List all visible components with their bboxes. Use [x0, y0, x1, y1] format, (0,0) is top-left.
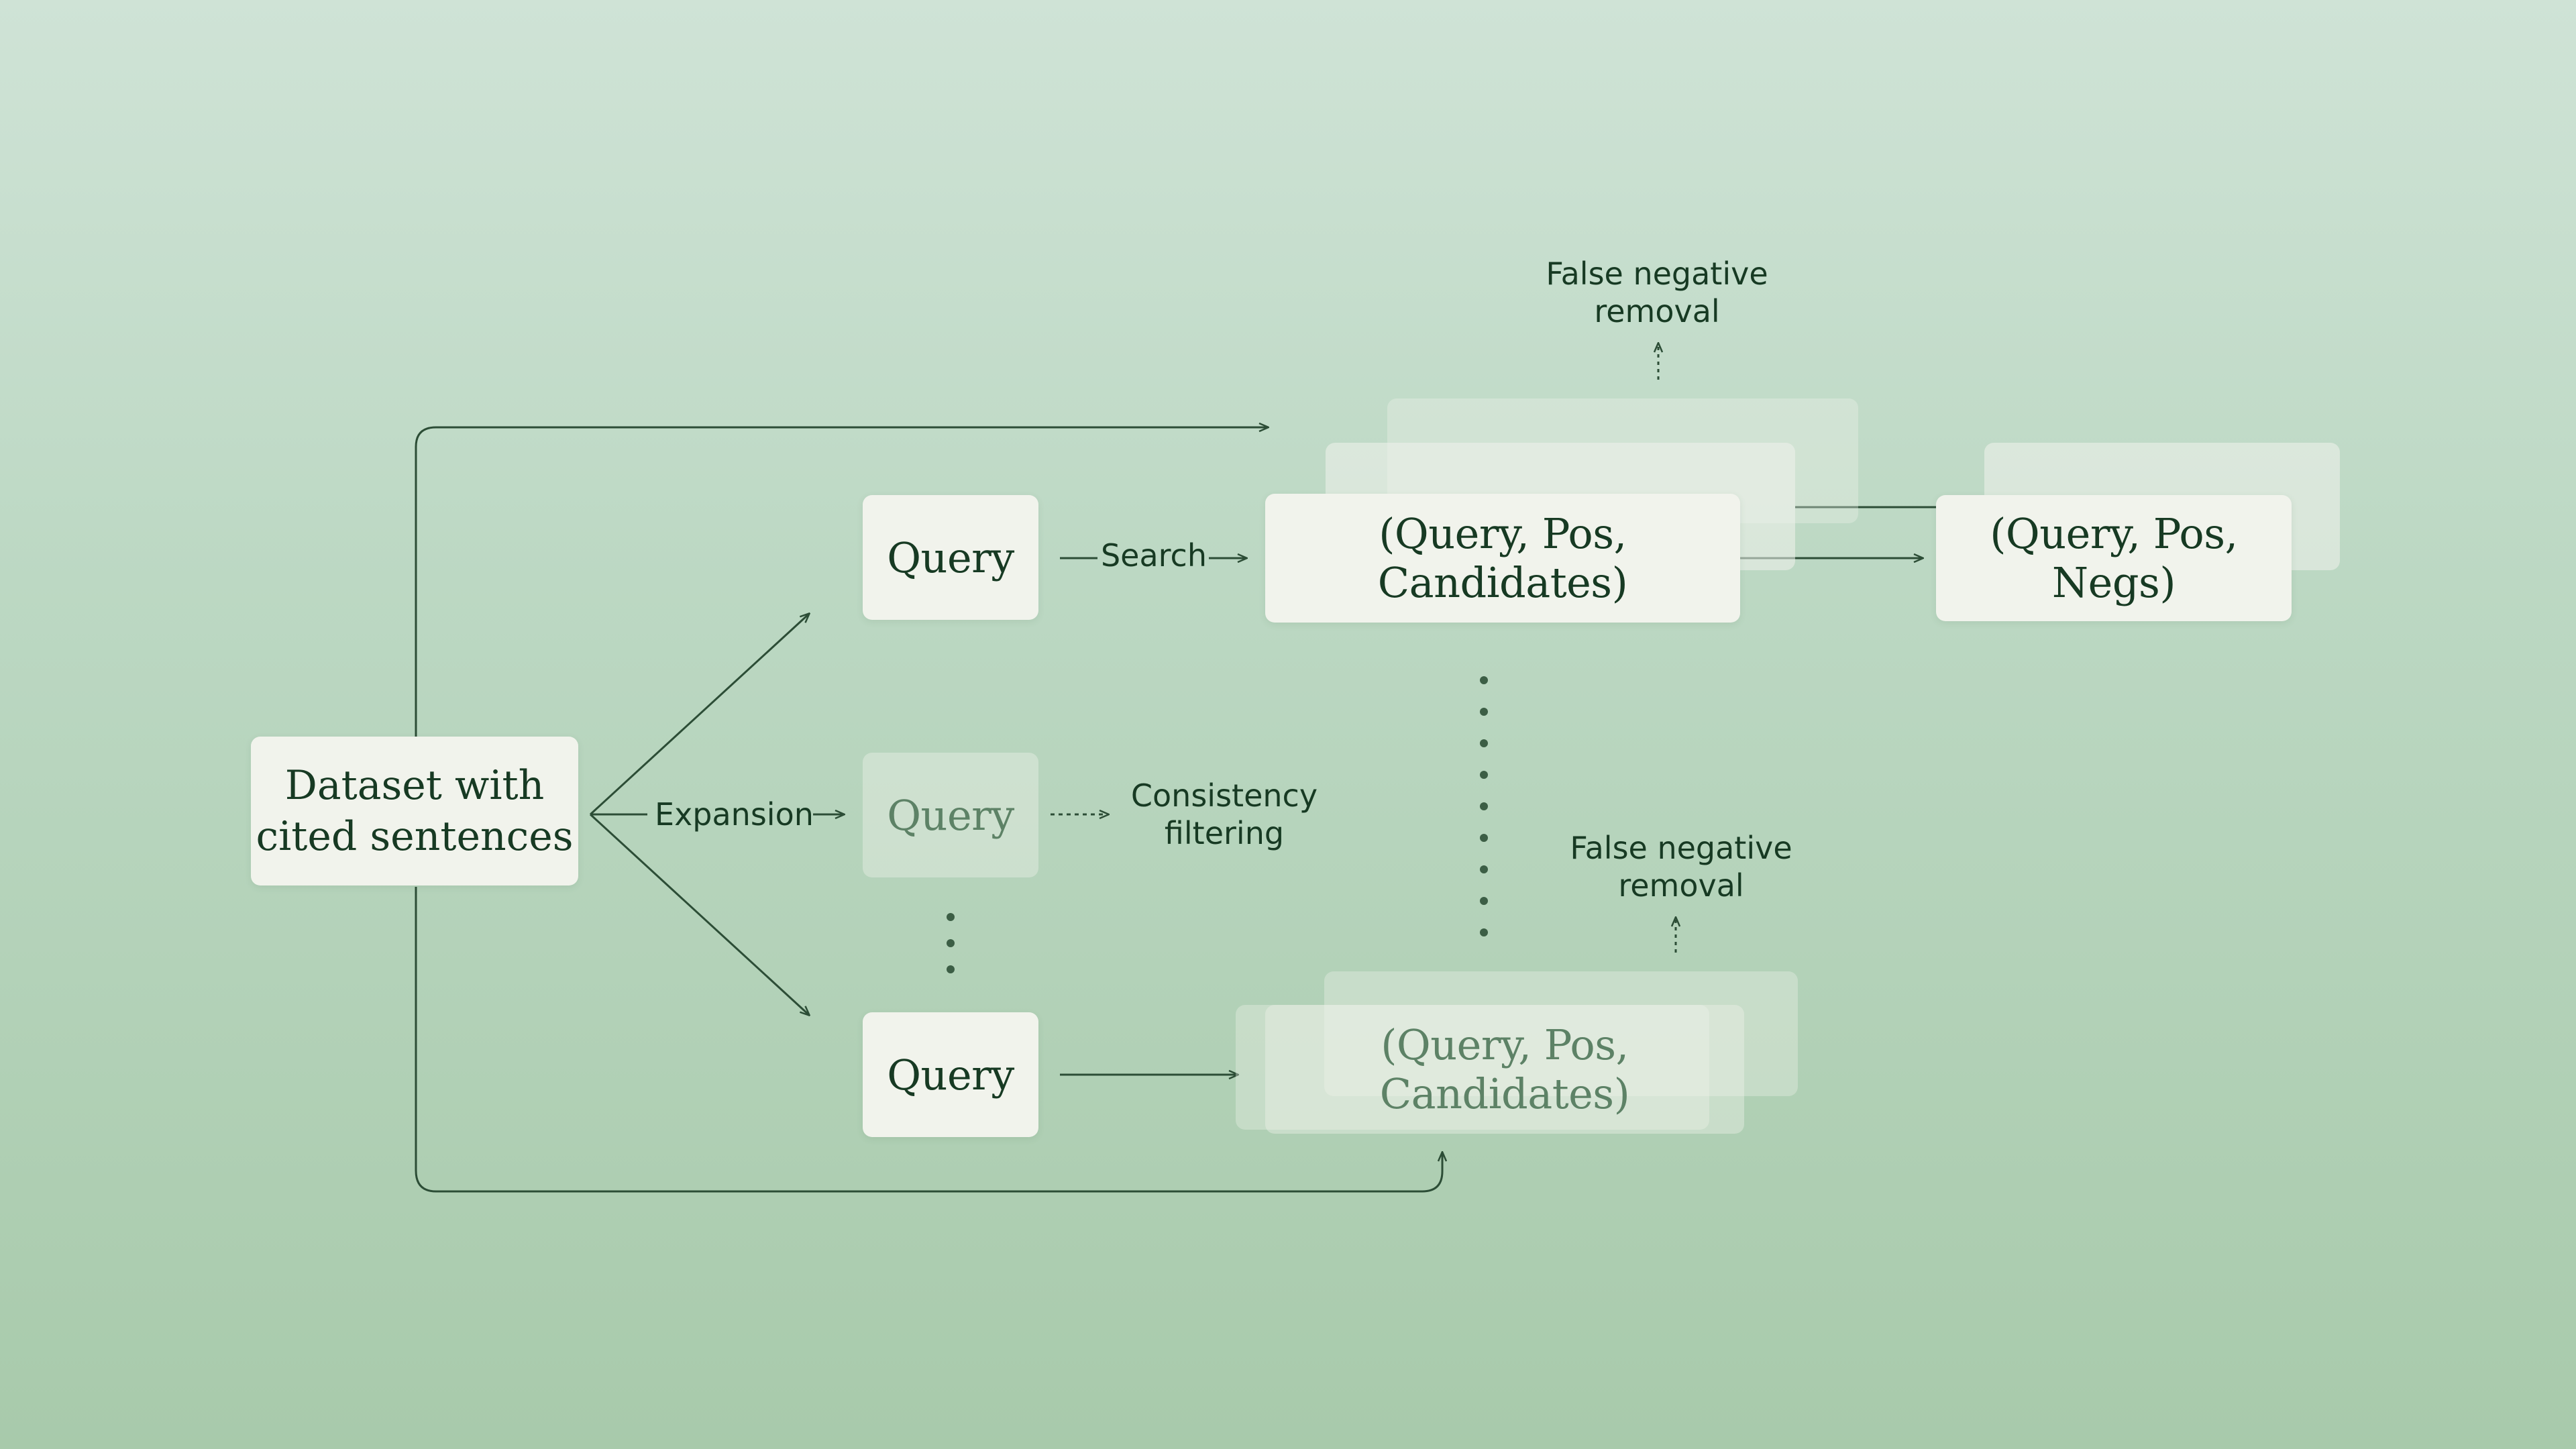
expansion-branch-up [589, 614, 809, 816]
query-node-filtered: Query [863, 753, 1038, 877]
top-bypass-line [415, 427, 1268, 737]
consistency-label: Consistency filtering [1114, 777, 1335, 852]
candidates-bottom-stack-back [1324, 971, 1798, 1096]
candidate-ellipsis-dots [1480, 676, 1488, 936]
negs-node-label: (Query, Pos, Negs) [1990, 509, 2238, 607]
query-node-filtered-label: Query [887, 790, 1014, 840]
false-negative-bottom-line2: removal [1618, 867, 1744, 904]
query-ellipsis-dots [947, 913, 955, 973]
consistency-label-line2: filtering [1164, 815, 1285, 851]
negs-node: (Query, Pos, Negs) [1936, 495, 2292, 621]
false-negative-label-bottom: False negative removal [1547, 829, 1815, 904]
candidates-node-bottom-label: (Query, Pos, Candidates) [1379, 1020, 1630, 1118]
dataset-node-line2: cited sentences [256, 813, 574, 860]
consistency-label-line1: Consistency [1130, 777, 1318, 814]
false-negative-bottom-line1: False negative [1570, 830, 1792, 866]
candidates-node-bottom: (Query, Pos, Candidates) [1265, 1005, 1744, 1134]
candidates-node-top: (Query, Pos, Candidates) [1265, 494, 1740, 623]
false-negative-top-line1: False negative [1546, 256, 1768, 292]
dataset-node-line1: Dataset with [284, 762, 545, 809]
dataset-node: Dataset with cited sentences [251, 737, 578, 885]
query-node-bottom-label: Query [887, 1050, 1014, 1099]
query-node-top: Query [863, 495, 1038, 620]
query-node-bottom: Query [863, 1012, 1038, 1137]
search-label: Search [1100, 537, 1208, 574]
candidates-node-top-label: (Query, Pos, Candidates) [1377, 509, 1628, 607]
false-negative-top-line2: removal [1594, 293, 1720, 329]
bottom-bypass-line [415, 887, 1442, 1193]
expansion-label: Expansion [655, 796, 814, 833]
expansion-branch-down [589, 813, 809, 1015]
false-negative-label-top: False negative removal [1523, 255, 1791, 330]
query-node-top-label: Query [887, 533, 1014, 582]
candidates-bottom-stack-middle [1236, 1005, 1709, 1130]
